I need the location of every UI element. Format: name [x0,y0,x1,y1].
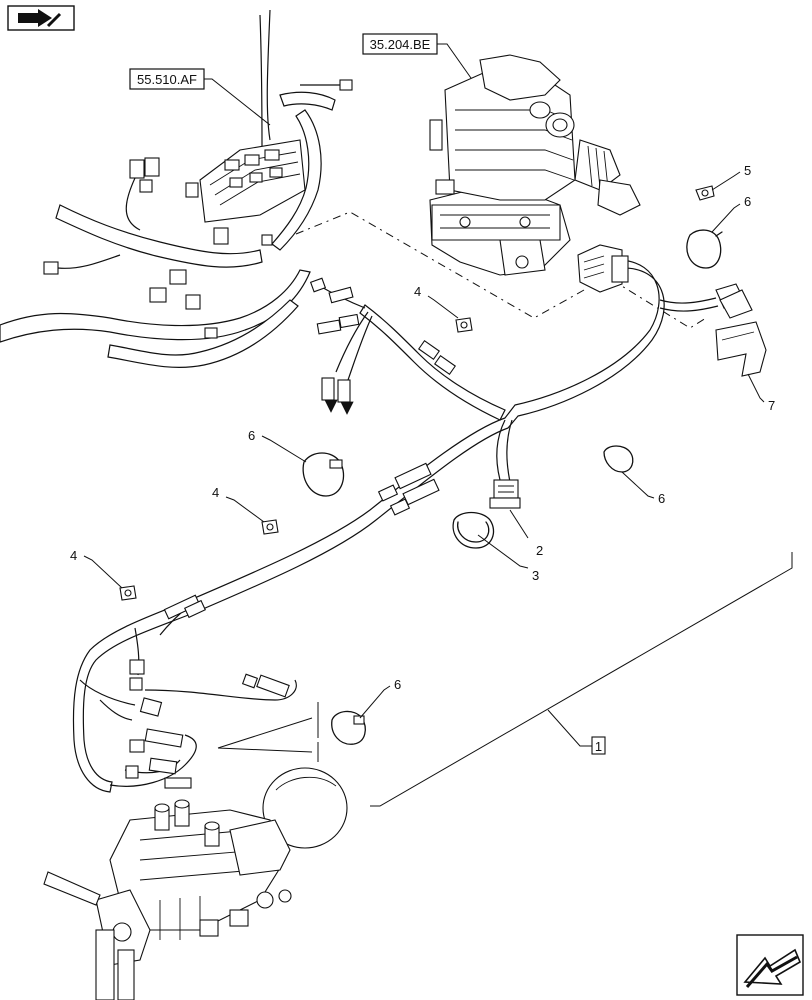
callout-item-5: 5 [711,163,751,191]
callout-item-6a: 6 [711,194,751,233]
control-valve-block [429,54,641,276]
next-page-arrow-icon[interactable] [736,934,804,996]
callout-label-6a: 6 [744,194,751,209]
callout-item-4b: 4 [212,485,265,523]
branch-wedge [217,717,313,753]
reference-box-55-510-af: 55.510.AF [129,68,205,90]
connector-cluster-middle [377,462,440,516]
reference-leader-right [437,43,479,89]
reference-box-35-204-be: 35.204.BE [362,33,438,55]
lower-valve-assembly [43,767,348,1000]
callout-label-4c: 4 [70,548,77,563]
upper-left-loom [0,9,353,368]
reference-leader-left [204,78,271,126]
callout-item-6d: 6 [359,677,401,719]
connector-part-2 [489,479,521,509]
callout-label-2: 2 [536,543,543,558]
clip-part-4-top [455,317,473,333]
item-1-leader [547,709,592,747]
connector-cluster-upper [309,277,457,415]
clip-part-4-mid [261,519,279,535]
reference-label-left: 55.510.AF [137,72,197,87]
callout-label-4b: 4 [212,485,219,500]
valve-connector [577,244,629,293]
callout-item-1: 1 [591,736,606,755]
callout-label-5: 5 [744,163,751,178]
clip-part-4-left [119,585,137,601]
callout-item-4a: 4 [414,284,459,319]
book-arrow-icon[interactable] [7,5,75,31]
grommet-part-3 [452,511,495,549]
callout-item-6c: 6 [621,471,665,506]
main-harness [72,259,665,793]
upper-left-connectors [43,157,273,339]
strap-part-6-top [686,229,723,269]
clip-part-5 [695,185,715,201]
reference-label-right: 35.204.BE [370,37,431,52]
strap-part-6-left [302,452,345,497]
right-branch-bracket [659,283,767,377]
connector-cluster-lower-left [125,594,290,789]
item-1-bracket [370,552,793,807]
callout-label-6b: 6 [248,428,255,443]
callout-label-4a: 4 [414,284,421,299]
fuse-relay-box [185,139,306,245]
callout-label-7: 7 [768,398,775,413]
callout-item-2: 2 [509,509,543,558]
strap-part-6-right [603,445,634,473]
callout-label-6d: 6 [394,677,401,692]
strap-part-6-bottom [331,710,366,745]
callout-item-4c: 4 [70,548,123,589]
callout-label-3: 3 [532,568,539,583]
callout-item-7: 7 [747,373,775,413]
relation-line-right [611,279,707,329]
relation-line-upper [295,211,585,319]
callout-item-3: 3 [477,534,539,583]
callout-item-6b: 6 [248,428,307,463]
callout-label-1: 1 [595,739,602,754]
callout-label-6c: 6 [658,491,665,506]
